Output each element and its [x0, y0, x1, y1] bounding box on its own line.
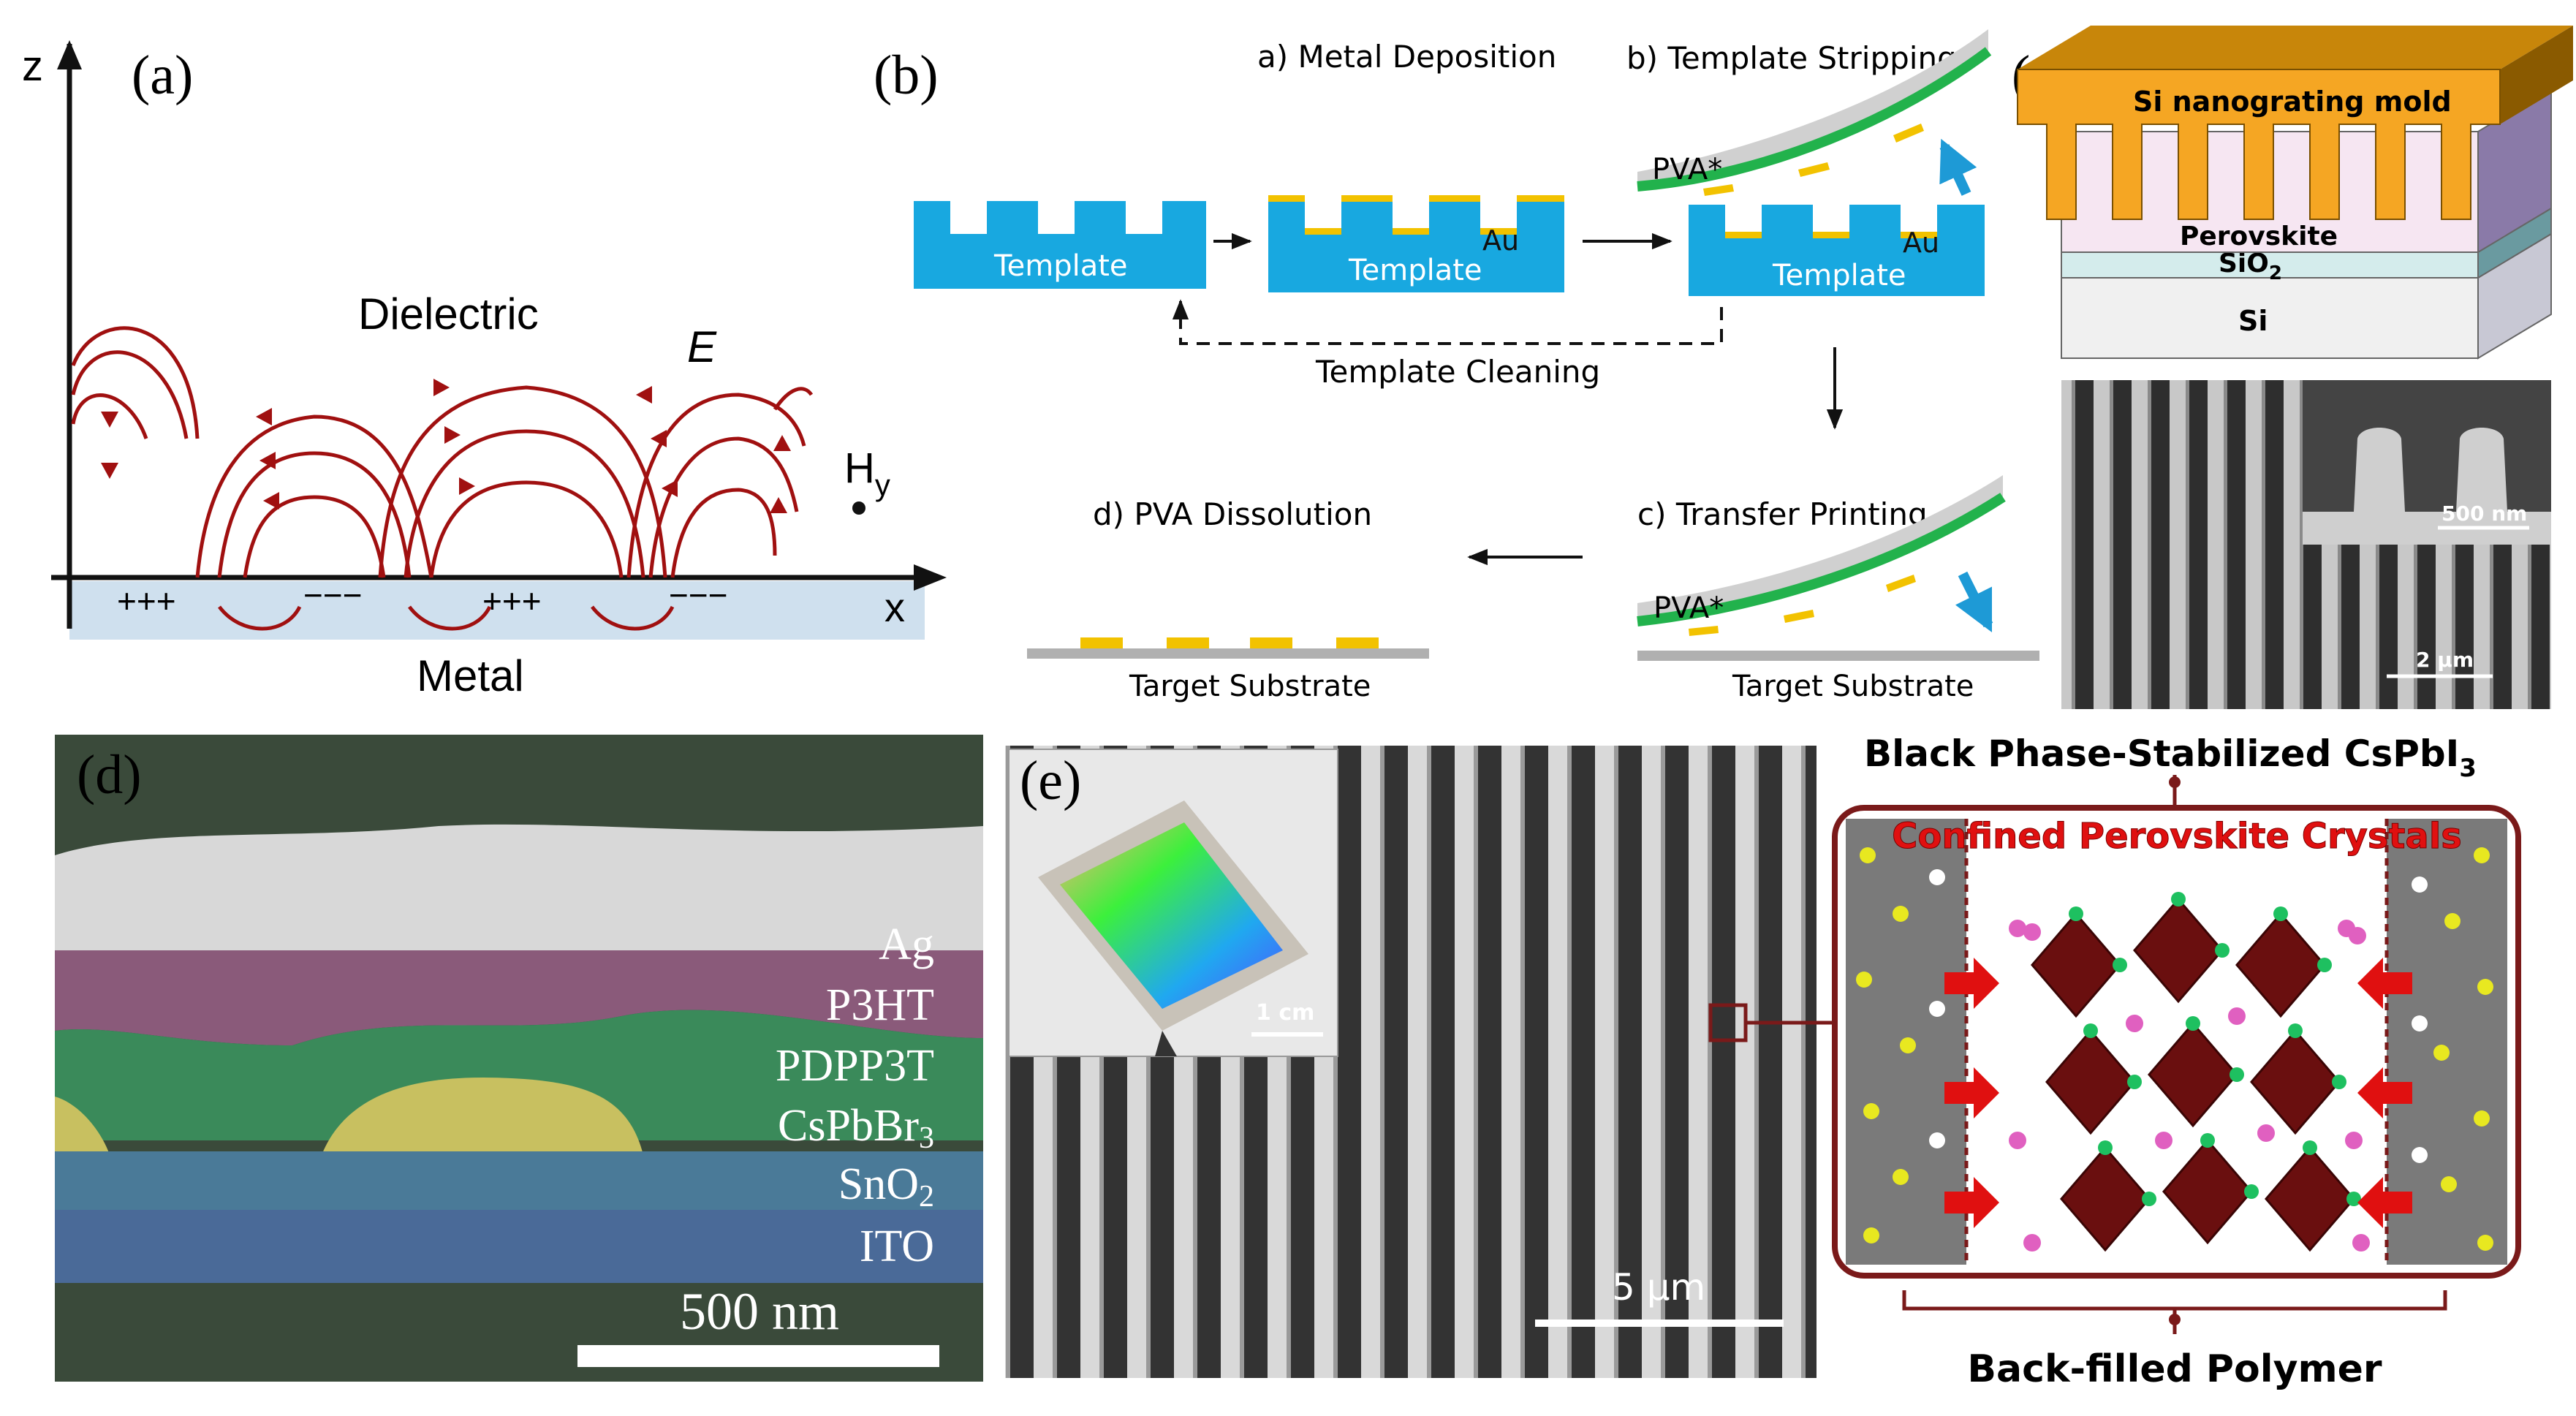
panel-e: (e) 1 cm 5 µm Black Phase-Stabilized CsP…: [1005, 732, 2521, 1391]
metal-layer: [69, 581, 925, 640]
pva-film-c: [1637, 493, 2006, 626]
transfer-gold-c: [1689, 575, 1916, 636]
field-lines: [71, 326, 814, 578]
pva-label-c: PVA*: [1653, 591, 1724, 625]
layer-label-ag: Ag: [879, 920, 934, 969]
pdpp3t-layer: [55, 1010, 983, 1140]
template-3-grooves: [1725, 205, 1937, 238]
scale-label-inset-e: 1 cm: [1256, 1000, 1314, 1026]
ito-layer: [55, 1210, 983, 1283]
perovskite-label: Perovskite: [2180, 222, 2338, 251]
panel-label-a: (a): [132, 45, 193, 106]
mold-top: [2018, 26, 2573, 69]
charge-neg-1: −−−: [303, 576, 363, 614]
print-arrow: [1955, 571, 1993, 633]
surface-current-loops: [218, 605, 675, 631]
mold-side: [2500, 26, 2573, 124]
scale-bar-d: [577, 1345, 939, 1367]
charge-pos-1: +++: [117, 582, 176, 620]
strip-arrow: [1939, 138, 1977, 196]
cation-atoms: [2009, 920, 2370, 1252]
magnetic-dot: [852, 501, 865, 515]
polymer-label: Back-filled Polymer: [1967, 1347, 2382, 1391]
panel-d: (d) Ag P3HT PDPP3T CsPbBr3 SnO2 ITO 500 …: [55, 735, 983, 1382]
panel-label-b: (b): [874, 45, 939, 106]
metal-label: Metal: [417, 651, 524, 700]
dielectric-label: Dielectric: [358, 289, 539, 338]
template-2-label: Template: [1348, 254, 1482, 287]
cleaning-label: Template Cleaning: [1315, 354, 1600, 390]
scale-label-inset-c: 500 nm: [2441, 501, 2527, 526]
scale-label-d: 500 nm: [680, 1282, 839, 1341]
field-arrowheads: [101, 379, 791, 513]
schematic-title: Black Phase-Stabilized CsPbI3: [1864, 732, 2477, 783]
target-label-d: Target Substrate: [1129, 670, 1371, 703]
confined-label: Confined Perovskite Crystals: [1892, 816, 2462, 857]
z-axis-arrowhead: [57, 40, 82, 69]
pva-film-b: [1637, 47, 1992, 192]
z-axis-label: z: [22, 42, 43, 90]
gold-deposit-3: [1725, 232, 1937, 238]
magnetic-label: Hy: [844, 444, 890, 502]
step-c-label: c) Transfer Printing: [1637, 496, 1928, 532]
template-3-label: Template: [1772, 259, 1906, 292]
cspbbr3-crystal-2: [55, 1097, 110, 1155]
target-substrate-c: [1637, 651, 2039, 661]
layer-label-cspbbr3: CsPbBr3: [778, 1101, 934, 1155]
layer-label-sno2: SnO2: [838, 1159, 934, 1214]
mold-label: Si nanograting mold: [2133, 86, 2452, 118]
layer-labels-d: Ag P3HT PDPP3T CsPbBr3 SnO2 ITO: [776, 920, 934, 1271]
scale-label-e: 5 µm: [1612, 1266, 1705, 1309]
field-label: E: [687, 322, 717, 371]
si-label: Si: [2238, 305, 2268, 337]
polymer-side-atoms: [1856, 847, 2493, 1251]
inset-profile: [2303, 428, 2551, 545]
target-label-c: Target Substrate: [1732, 670, 1974, 703]
scale-label-c: 2 µm: [2416, 648, 2474, 672]
target-substrate-d: [1027, 648, 1429, 659]
template-1-grooves: [950, 201, 1162, 234]
ag-layer: [55, 824, 983, 965]
x-axis-label: x: [884, 584, 905, 630]
compression-arrows: [1944, 958, 2412, 1228]
layer-label-p3ht: P3HT: [826, 980, 934, 1030]
pva-film-backing-b: [1637, 29, 1988, 186]
anion-atoms: [2069, 892, 2361, 1206]
step-b-label: b) Template Stripping: [1626, 40, 1957, 76]
mold-teeth: [2017, 69, 2501, 220]
gold-deposit-2: [1268, 195, 1564, 235]
charge-neg-2: −−−: [669, 576, 728, 614]
final-gold-d: [1080, 637, 1379, 648]
panel-a: (a) z x: [22, 40, 947, 700]
cspbbr3-crystal-1: [322, 1077, 643, 1155]
octahedra: [2031, 897, 2355, 1252]
layer-label-pdpp3t: PDPP3T: [776, 1041, 934, 1091]
panel-label-e: (e): [1020, 750, 1081, 811]
template-2-grooves: [1305, 201, 1517, 234]
x-axis-arrowhead: [914, 564, 947, 591]
device-film: [1060, 822, 1283, 1009]
polymer-bracket: [1902, 1290, 2447, 1311]
pva-label-b: PVA*: [1652, 153, 1722, 186]
sno2-layer: [55, 1151, 983, 1210]
cleaning-loop: [1172, 299, 1723, 345]
tweezer-tip: [1155, 1031, 1177, 1056]
step-d-label: d) PVA Dissolution: [1093, 496, 1372, 532]
au-label-2: Au: [1482, 224, 1519, 257]
pva-film-backing-c: [1637, 475, 2003, 621]
stripped-gold-b: [1703, 124, 1924, 196]
panel-b: (b) a) Metal Deposition b) Template Stri…: [874, 29, 2039, 703]
template-1-label: Template: [993, 249, 1128, 283]
au-label-3: Au: [1903, 227, 1939, 259]
step-a-label: a) Metal Deposition: [1257, 39, 1556, 75]
panel-label-d: (d): [77, 744, 142, 806]
panel-c: (c) Si SiO2 Perovskite Si nanograting mo…: [2012, 26, 2573, 709]
sio2-label: SiO2: [2219, 249, 2282, 284]
layer-label-ito: ITO: [860, 1222, 934, 1271]
p3ht-layer: [55, 950, 983, 1045]
polymer-backbone-atoms: [1929, 869, 2428, 1163]
charge-pos-2: +++: [482, 582, 542, 620]
